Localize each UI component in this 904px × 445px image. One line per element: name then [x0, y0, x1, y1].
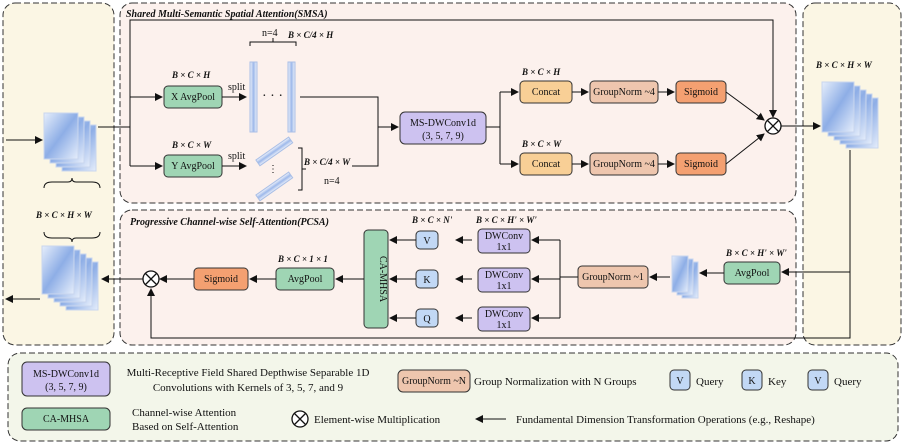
pcsa-residual-line	[147, 272, 851, 339]
gn-bottom-label: GroupNorm ~4	[593, 159, 655, 170]
legend-ca-mhsa-desc2: Based on Self-Attention	[132, 421, 239, 433]
legend-v-desc: Query	[696, 376, 724, 388]
dwconv-v-line2: 1x1	[497, 242, 512, 253]
identity-to-mult	[129, 19, 777, 127]
dwconv-q-box	[477, 306, 531, 332]
sigmoid-bottom-to-mult	[725, 133, 765, 165]
x-split-strips: · · ·	[249, 61, 296, 133]
dwconv-k-line2: 1x1	[497, 281, 512, 292]
smsa-multiply-icon	[764, 117, 782, 135]
legend-k-label: K	[748, 376, 756, 387]
split-bottom-dim: B × C/4 × W	[303, 157, 351, 167]
legend-v-box	[669, 369, 691, 391]
output-feature-stack	[41, 245, 99, 311]
legend-ms-dwconv-line1: MS-DWConv1d	[33, 369, 99, 380]
x-avgpool-label: X AvgPool	[171, 92, 215, 103]
pcsa-sigmoid-label: Sigmoid	[204, 274, 238, 285]
split-top-label: split	[228, 82, 245, 93]
ms-dwconv-box	[399, 111, 487, 145]
pcsa-avgpool-in-label: AvgPool	[735, 268, 770, 279]
input-brace	[43, 177, 101, 189]
concat-bottom-dim: B × C × W	[521, 139, 562, 149]
right-panel	[802, 2, 902, 346]
n-bottom-bracket	[298, 147, 306, 191]
pcsa-small-stack	[671, 255, 699, 299]
n-bottom-label: n=4	[324, 176, 340, 187]
input-feature-stack	[43, 112, 97, 172]
y-to-msdwconv	[352, 127, 379, 167]
pcsa-qkv-dim: B × C × N'	[411, 215, 453, 225]
svg-text:⋮: ⋮	[268, 164, 278, 175]
legend-v2-desc: Query	[834, 376, 862, 388]
x-to-msdwconv	[300, 96, 399, 131]
legend-ca-mhsa-box	[21, 407, 111, 431]
pcsa-multiply-icon	[142, 270, 160, 288]
smsa-output-stack	[821, 81, 879, 149]
concat-bottom-label: Concat	[532, 159, 561, 170]
dwconv-k-line1: DWConv	[485, 270, 523, 281]
sigmoid-top-to-mult	[725, 91, 765, 121]
legend-ca-mhsa-label: CA-MHSA	[43, 414, 90, 425]
legend-ca-mhsa-desc1: Channel-wise Attention	[132, 407, 237, 419]
n-top-bracket	[249, 38, 297, 46]
legend-v-label: V	[676, 376, 684, 387]
concat-top-dim: B × C × H	[521, 67, 561, 77]
legend-multiply-icon	[291, 410, 309, 428]
output-brace	[43, 231, 101, 243]
legend-groupnorm-desc: Group Normalization with N Groups	[474, 376, 637, 388]
legend-ms-dwconv-box	[21, 361, 111, 397]
legend-groupnorm-box	[397, 369, 471, 393]
n-top-label: n=4	[262, 28, 278, 39]
y-avgpool-label: Y AvgPool	[171, 161, 215, 172]
ms-dwconv-line2: (3, 5, 7, 9)	[422, 131, 464, 142]
legend-k-desc: Key	[768, 376, 787, 388]
split-top-dim: B × C/4 × H	[287, 30, 334, 40]
ca-mhsa-label: CA-MHSA	[377, 256, 388, 303]
pcsa-dwconv-dim: B × C × H' × W'	[475, 215, 537, 225]
v-label: V	[423, 236, 431, 247]
pcsa-avgpool-out-label: AvgPool	[288, 274, 323, 285]
split-bottom-label: split	[228, 151, 245, 162]
legend-v2-label: V	[814, 376, 822, 387]
gn-top-label: GroupNorm ~4	[593, 87, 655, 98]
ms-dwconv-line1: MS-DWConv1d	[410, 118, 476, 129]
legend-v2-box	[807, 369, 829, 391]
pcsa-groupnorm-label: GroupNorm ~1	[582, 272, 644, 283]
sigmoid-top-label: Sigmoid	[684, 87, 718, 98]
k-label: K	[423, 275, 431, 286]
y-dim-label: B × C × W	[171, 140, 212, 150]
legend-arrow-desc: Fundamental Dimension Transformation Ope…	[516, 414, 815, 426]
smsa-title: Shared Multi-Semantic Spatial Attention(…	[126, 9, 328, 20]
sigmoid-bottom-label: Sigmoid	[684, 159, 718, 170]
x-dim-label: B × C × H	[171, 70, 211, 80]
legend-ms-dwconv-desc1: Multi-Receptive Field Shared Depthwise S…	[127, 367, 370, 379]
dwconv-q-line1: DWConv	[485, 309, 523, 320]
dwconv-v-line1: DWConv	[485, 231, 523, 242]
pcsa-avgpool-out-dim: B × C × 1 × 1	[277, 254, 328, 264]
concat-top-label: Concat	[532, 87, 561, 98]
y-split-strips: ⋮	[255, 136, 294, 202]
q-label: Q	[423, 314, 431, 325]
pcsa-avgpool-in-dim: B × C × H' × W'	[725, 248, 787, 258]
smsa-output-dim: B × C × H × W	[815, 60, 873, 70]
svg-text:· · ·: · · ·	[262, 89, 283, 104]
legend-ms-dwconv-line2: (3, 5, 7, 9)	[45, 382, 87, 393]
legend-mult-desc: Element-wise Multiplication	[314, 414, 441, 426]
dwconv-q-line2: 1x1	[497, 320, 512, 331]
legend-k-box	[741, 369, 763, 391]
legend-groupnorm-label: GroupNorm ~N	[402, 376, 466, 387]
dwconv-v-box	[477, 228, 531, 254]
pcsa-title: Progressive Channel-wise Self-Attention(…	[130, 217, 329, 228]
legend-ms-dwconv-desc2: Convolutions with Kernels of 3, 5, 7, an…	[153, 382, 344, 394]
input-dim-label: B × C × H × W	[35, 210, 93, 220]
dwconv-k-box	[477, 267, 531, 293]
